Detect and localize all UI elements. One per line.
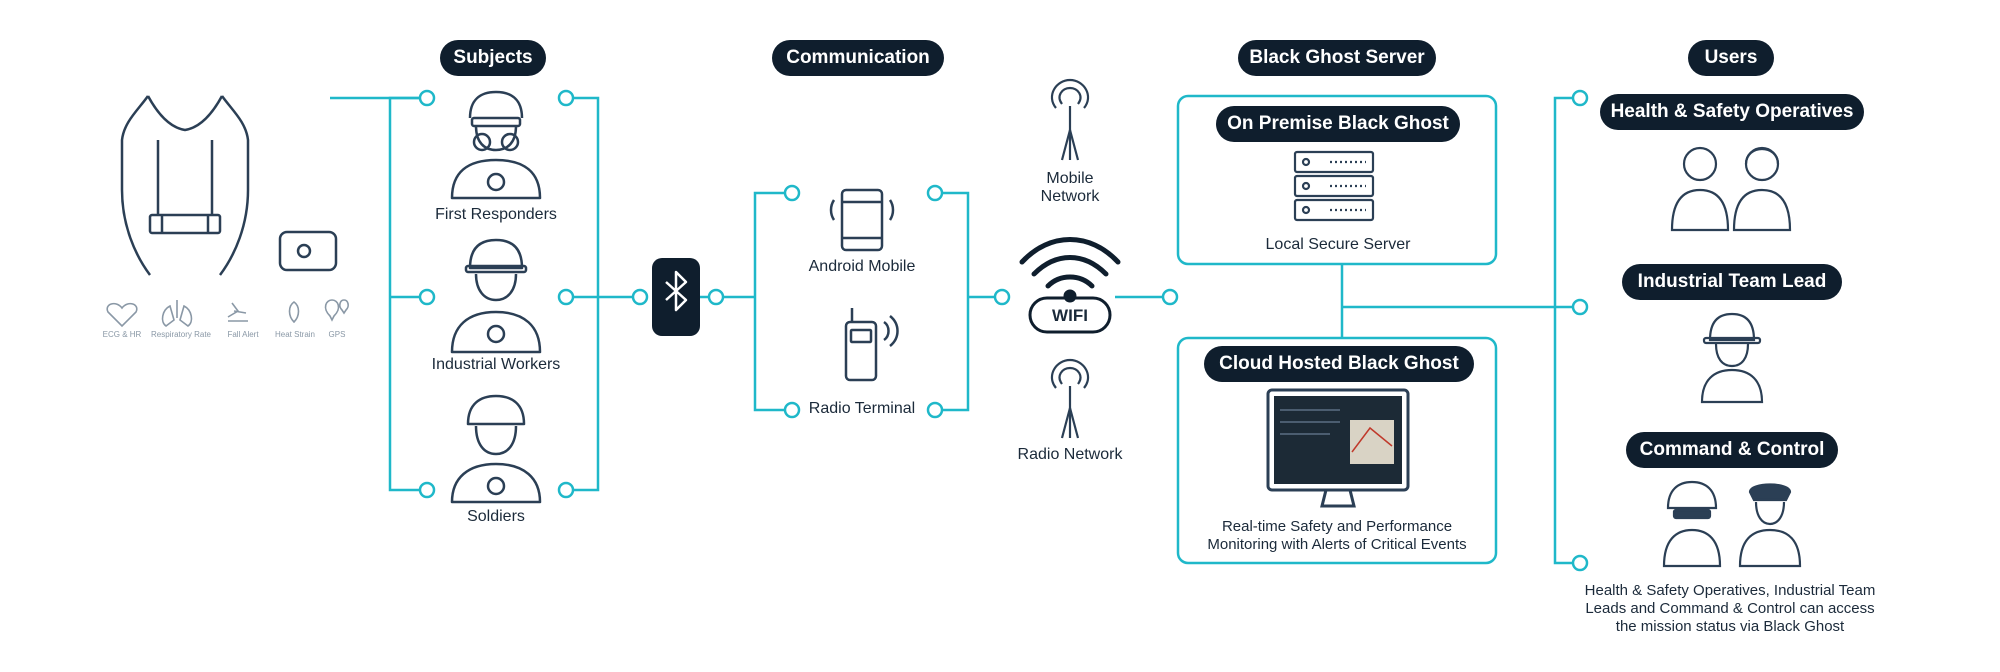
wifi-label: WIFI: [1052, 306, 1088, 325]
device-label-radio: Radio Terminal: [808, 400, 916, 417]
mobile-network-tower-icon: [1050, 78, 1090, 161]
subject-label-soldiers: Soldiers: [467, 508, 525, 525]
radio-network-tower-icon: [1050, 358, 1090, 439]
server-rack-icon: [1293, 150, 1375, 222]
wifi-icon: [1019, 237, 1121, 334]
subjects-header: Subjects: [440, 40, 546, 76]
soldier-icon: [450, 394, 542, 504]
communication-header: Communication: [772, 40, 944, 76]
radio-terminal-icon: [844, 308, 899, 382]
mobile-network-label: Mobile Network: [1010, 170, 1130, 206]
connector-nodes: [418, 89, 1589, 572]
device-label-android: Android Mobile: [808, 258, 916, 275]
health-safety-operatives-icon: [1670, 146, 1792, 232]
connector-lines: [330, 94, 1580, 565]
users-access-note: Health & Safety Operatives, Industrial T…: [1560, 582, 1900, 636]
bluetooth-icon: [652, 258, 700, 336]
user-group-health-safety: Health & Safety Operatives: [1600, 94, 1864, 130]
cloud-caption-line2: Monitoring with Alerts of Critical Event…: [1207, 536, 1467, 553]
metric-label: Respiratory Rate: [150, 330, 212, 339]
cloud-title: Cloud Hosted Black Ghost: [1204, 346, 1474, 382]
on-premise-caption: Local Secure Server: [1265, 236, 1411, 253]
users-note-line2: Leads and Command & Control can access: [1585, 600, 1875, 617]
users-note-line1: Health & Safety Operatives, Industrial T…: [1584, 582, 1876, 599]
on-premise-title: On Premise Black Ghost: [1216, 106, 1460, 142]
sensor-vest-icon: [120, 95, 338, 276]
industrial-team-lead-icon: [1700, 312, 1764, 404]
metric-label: GPS: [328, 330, 346, 339]
cloud-caption-line1: Real-time Safety and Performance: [1221, 518, 1453, 535]
android-mobile-icon: [829, 188, 895, 252]
metric-label: Heat Strain: [274, 330, 316, 339]
vest-metric-icons: [106, 299, 349, 328]
mobile-network-label-line2: Network: [1040, 188, 1100, 205]
mobile-network-label-line1: Mobile: [1046, 170, 1094, 187]
monitor-icon: [1266, 388, 1410, 508]
first-responder-icon: [450, 90, 542, 200]
cloud-caption: Real-time Safety and Performance Monitor…: [1182, 518, 1492, 554]
industrial-worker-icon: [450, 238, 542, 354]
metric-label: Fall Alert: [227, 330, 259, 339]
subject-label-industrial-workers: Industrial Workers: [431, 356, 561, 373]
users-note-line3: the mission status via Black Ghost: [1615, 618, 1845, 635]
server-header: Black Ghost Server: [1238, 40, 1436, 76]
users-header: Users: [1688, 40, 1774, 76]
user-group-command-control: Command & Control: [1626, 432, 1838, 468]
user-group-team-lead: Industrial Team Lead: [1622, 264, 1842, 300]
subject-label-first-responders: First Responders: [435, 206, 557, 223]
radio-network-label: Radio Network: [1017, 446, 1123, 463]
metric-label: ECG & HR: [102, 330, 142, 339]
command-control-icon: [1662, 480, 1802, 568]
